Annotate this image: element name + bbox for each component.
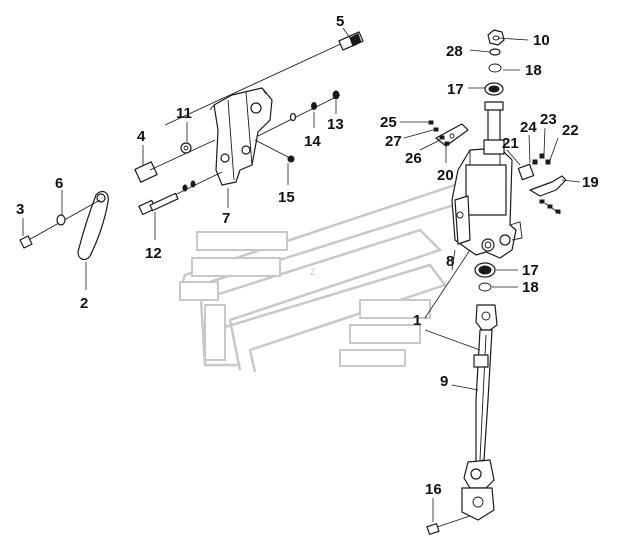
callout-17-bottom: 17 xyxy=(522,262,539,279)
part-21-24-switch-group xyxy=(517,153,551,181)
callout-25: 25 xyxy=(380,114,397,131)
watermark-logo: Z xyxy=(178,178,472,373)
callout-3: 3 xyxy=(16,201,24,218)
part-10-nut xyxy=(487,29,505,46)
part-16-bolt xyxy=(426,515,471,535)
callout-10: 10 xyxy=(533,32,550,49)
part-12-bolt xyxy=(138,171,223,216)
part-18-ring-top xyxy=(488,63,502,73)
part-8-upper-shaft xyxy=(483,101,505,155)
callout-21: 21 xyxy=(502,135,519,152)
part-19-bracket xyxy=(529,175,567,215)
callout-5: 5 xyxy=(336,13,344,30)
callout-27: 27 xyxy=(385,133,402,150)
callout-24: 24 xyxy=(520,119,537,136)
part-9-intermediate-shaft xyxy=(461,304,498,521)
part-8-column-housing xyxy=(451,147,523,259)
part-2-pedal-lever xyxy=(77,190,109,261)
part-15-pin xyxy=(254,139,295,163)
callout-1: 1 xyxy=(413,312,421,329)
callout-19: 19 xyxy=(582,174,599,191)
part-17-bearing-top xyxy=(484,82,504,96)
part-18-ring-bottom xyxy=(478,282,492,292)
callout-7: 7 xyxy=(222,210,230,227)
part-28-washer xyxy=(489,48,501,56)
callout-2: 2 xyxy=(80,295,88,312)
callout-16: 16 xyxy=(425,481,442,498)
callout-8: 8 xyxy=(446,253,454,270)
part-17-bearing-bottom xyxy=(474,262,496,278)
part-4-spacer xyxy=(134,139,216,183)
callout-26: 26 xyxy=(405,150,422,167)
part-25-27-fasteners xyxy=(428,120,450,146)
callout-17-top: 17 xyxy=(447,81,464,98)
callout-11: 11 xyxy=(176,105,192,122)
part-20-bracket xyxy=(435,123,469,147)
callout-18-top: 18 xyxy=(525,62,542,79)
callout-28: 28 xyxy=(446,43,463,60)
callout-13: 13 xyxy=(327,116,344,133)
callout-9: 9 xyxy=(440,373,448,390)
leader-lines xyxy=(22,27,581,522)
callout-20: 20 xyxy=(437,167,454,184)
callout-22: 22 xyxy=(562,122,579,139)
callout-4: 4 xyxy=(137,128,146,145)
part-5-bolt xyxy=(164,31,364,126)
callout-12: 12 xyxy=(145,245,162,262)
part-3-6-fasteners xyxy=(19,199,101,249)
callout-23: 23 xyxy=(540,111,557,128)
callout-labels: 5 10 28 18 17 11 4 14 13 6 3 2 12 7 15 2… xyxy=(16,13,599,498)
callout-6: 6 xyxy=(55,175,63,192)
svg-text:Z: Z xyxy=(310,267,316,277)
part-7-bracket xyxy=(209,87,273,186)
callout-18-bottom: 18 xyxy=(522,279,539,296)
callout-15: 15 xyxy=(278,189,295,206)
callout-14: 14 xyxy=(304,133,321,150)
